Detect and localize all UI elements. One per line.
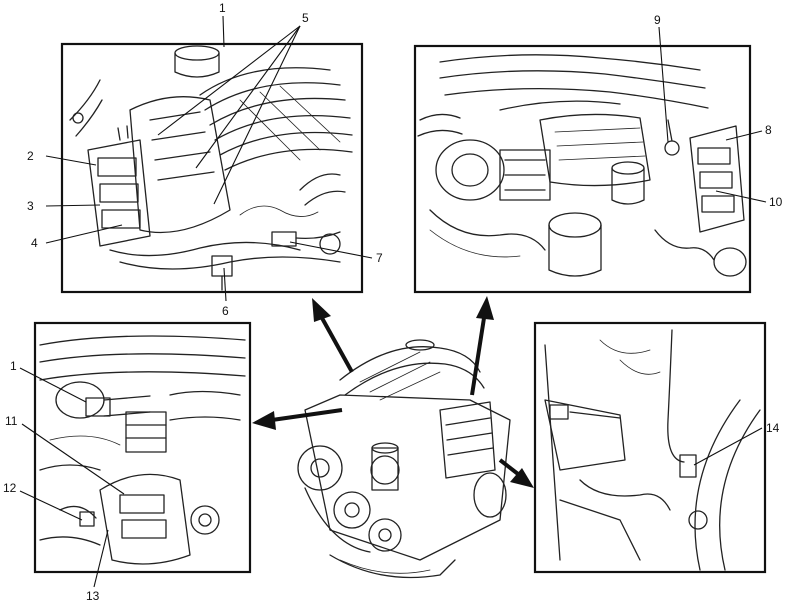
callout-tl-4: 4 (31, 236, 38, 250)
callout-tr-9: 9 (654, 13, 661, 27)
inset-top-left-artwork (69, 45, 353, 291)
callout-br-14: 14 (766, 421, 780, 435)
inset-bottom-right (533, 321, 767, 574)
inset-bottom-left-frame (33, 321, 252, 574)
pointer-arrows (252, 296, 534, 488)
inset-top-right (413, 44, 752, 294)
callout-tl-5: 5 (302, 11, 309, 25)
inset-bottom-right-artwork (544, 329, 761, 571)
arrow-to-top-right (470, 296, 494, 396)
inset-bottom-right-frame (533, 321, 767, 574)
inset-bottom-left-artwork (39, 335, 246, 565)
callout-tl-7: 7 (376, 251, 383, 265)
leader-lines (19, 15, 767, 588)
callout-bl-11: 11 (5, 414, 18, 428)
callout-tl-1: 1 (219, 1, 226, 15)
callout-bl-12: 12 (3, 481, 17, 495)
inset-top-right-frame (413, 44, 752, 294)
callout-tl-2: 2 (27, 149, 34, 163)
inset-top-left-frame (60, 42, 364, 294)
callout-bl-1: 1 (10, 359, 17, 373)
callout-tl-3: 3 (27, 199, 34, 213)
callout-labels: 1 2 3 4 5 6 7 8 9 10 1 11 12 13 14 (3, 1, 783, 603)
callout-bl-13: 13 (86, 589, 100, 603)
arrow-to-top-left (312, 298, 354, 373)
inset-top-right-artwork (417, 54, 747, 277)
arrow-to-bottom-left (252, 408, 343, 430)
callout-tr-10: 10 (769, 195, 783, 209)
callout-tr-8: 8 (765, 123, 772, 137)
center-engine-drawing (297, 339, 511, 579)
inset-bottom-left (33, 321, 252, 574)
callout-tl-6: 6 (222, 304, 229, 318)
arrow-to-bottom-right (498, 458, 534, 488)
inset-top-left (60, 42, 364, 294)
